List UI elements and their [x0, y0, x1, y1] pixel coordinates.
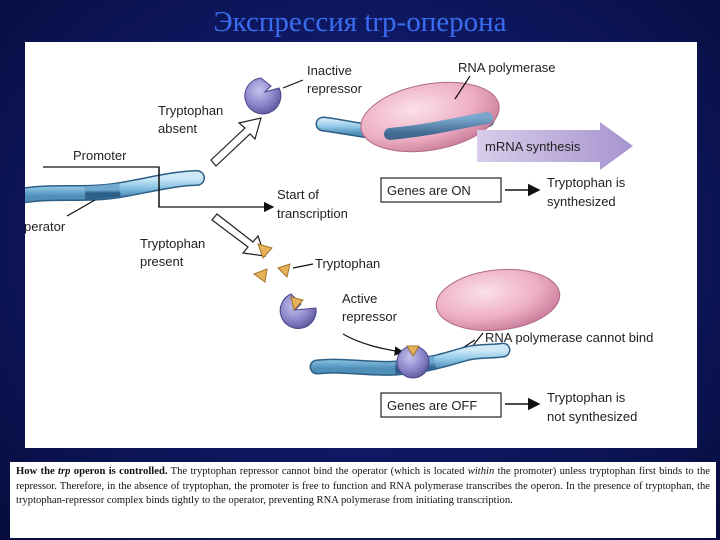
slide-title: Экспрессия trp-оперона: [213, 6, 507, 38]
promoter-label: Promoter: [73, 148, 127, 163]
tryptophan-absent-label: Tryptophan: [158, 103, 223, 118]
figure-caption: How the trp operon is controlled. The tr…: [10, 462, 716, 538]
genes-on-label: Genes are ON: [387, 183, 471, 198]
tryptophan-present-label: Tryptophan: [140, 236, 205, 251]
rna-polymerase-label: RNA polymerase: [458, 60, 556, 75]
tryptophan-molecules: [252, 243, 291, 283]
active-repressor-label-2: repressor: [342, 309, 398, 324]
tryptophan-synthesized-label: Tryptophan is: [547, 175, 626, 190]
tryptophan-absent-label-2: absent: [158, 121, 197, 136]
rna-polymerase-cannot-bind-label: RNA polymerase cannot bind: [485, 330, 653, 345]
tryptophan-present-label-2: present: [140, 254, 184, 269]
tryptophan-synthesized-label-2: synthesized: [547, 194, 616, 209]
operator-label: perator: [25, 219, 66, 234]
operator-pointer: [66, 199, 96, 217]
start-of-transcription-label-2: transcription: [277, 206, 348, 221]
arrow-to-absent: [210, 117, 262, 167]
mrna-synthesis-arrow: [477, 122, 633, 170]
genes-off-box: [380, 392, 502, 418]
caption-lead-rest: operon is controlled.: [73, 466, 168, 477]
caption-text: How the trp operon is controlled. The tr…: [16, 465, 710, 509]
operon-diagram: Promoter perator Start of transcription …: [12, 42, 697, 448]
start-of-transcription-label: Start of: [277, 187, 319, 202]
active-repressor-shape: [279, 293, 317, 329]
mrna-synthesis-label: mRNA synthesis: [485, 139, 581, 154]
inactive-repressor-shape: [244, 77, 282, 115]
inactive-repressor-label: Inactive: [307, 63, 352, 78]
genes-on-box: [380, 177, 502, 203]
active-repressor-label: Active: [342, 291, 377, 306]
tryptophan-label: Tryptophan: [315, 256, 380, 271]
tryptophan-not-synthesized-label-2: not synthesized: [547, 409, 637, 424]
genes-off-label: Genes are OFF: [387, 398, 477, 413]
caption-part-1-italic: within: [467, 466, 495, 477]
rna-polymerase-free: [435, 268, 561, 332]
arrow-to-present: [211, 213, 266, 257]
inactive-repressor-label-2: repressor: [307, 81, 363, 96]
caption-part-2: the promoter) unless tryptophan first bi…: [16, 466, 710, 507]
caption-lead-italic: trp: [58, 466, 71, 477]
caption-lead: How the: [16, 466, 55, 477]
tryptophan-not-synthesized-label: Tryptophan is: [547, 390, 626, 405]
dna-strand-main: [12, 170, 205, 204]
caption-part-1: The tryptophan repressor cannot bind the…: [170, 466, 465, 477]
